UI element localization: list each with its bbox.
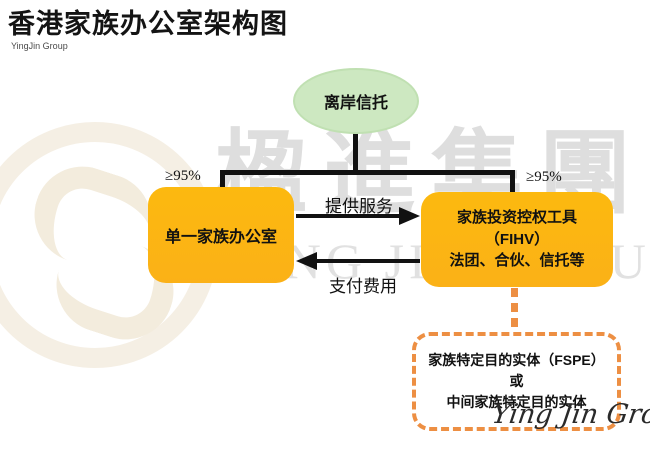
watermark-signature-text: Ying Jin Group [489, 399, 650, 430]
connector-left-stub [220, 170, 225, 190]
service-arrow-label: 提供服务 [325, 197, 393, 216]
node-fspe-line-2: 或 [509, 373, 524, 389]
node-offshore-trust: 离岸信托 [293, 68, 419, 134]
node-fihv-line-2: （FIHV） [484, 230, 550, 248]
node-fihv-line-1: 家族投资控权工具 [456, 208, 577, 226]
connector-fspe-dashed [511, 288, 518, 332]
node-single-family-office-label: 单一家族办公室 [164, 229, 277, 246]
service-arrow-line [296, 214, 402, 218]
connector-horizontal [220, 170, 515, 175]
connector-trust-vertical [353, 131, 358, 173]
payment-arrow-line [316, 259, 420, 263]
node-fihv: 家族投资控权工具 （FIHV） 法团、合伙、信托等 [421, 192, 613, 287]
payment-arrow-head-icon [296, 252, 317, 270]
node-fihv-line-3: 法团、合伙、信托等 [449, 252, 585, 270]
ownership-label-left: ≥95% [165, 168, 201, 184]
page-title: 香港家族办公室架构图 [8, 9, 288, 39]
node-offshore-trust-label: 离岸信托 [323, 95, 388, 112]
node-fspe-line-1: 家族特定目的实体（FSPE） [428, 352, 605, 368]
ownership-label-right: ≥95% [526, 169, 562, 185]
connector-right-stub [510, 170, 515, 195]
service-arrow-head-icon [399, 207, 420, 225]
node-single-family-office: 单一家族办公室 [148, 187, 294, 283]
brand-subtitle: YingJin Group [11, 41, 68, 51]
node-fspe: 家族特定目的实体（FSPE） 或 中间家族特定目的实体 [412, 332, 621, 431]
payment-arrow-label: 支付费用 [329, 277, 397, 296]
node-fspe-line-3: 中间家族特定目的实体 [446, 394, 587, 410]
